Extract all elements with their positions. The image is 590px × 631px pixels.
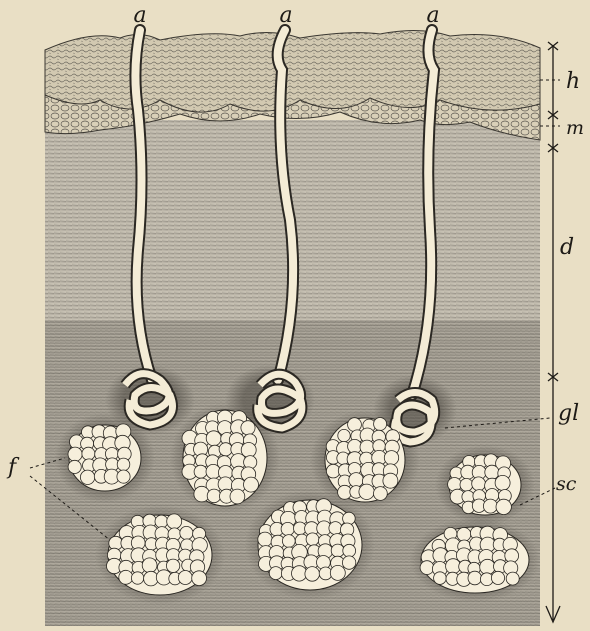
fat-cell (258, 532, 272, 546)
fat-cell (207, 489, 221, 503)
fat-cell (219, 443, 232, 456)
duct-label-middle: a (279, 3, 292, 28)
duct-label-right: a (426, 3, 439, 28)
fat-cell (192, 571, 207, 586)
fat-cell (68, 447, 82, 461)
layer-scale (546, 42, 560, 622)
fat-cell (383, 473, 398, 488)
fat-cell (374, 418, 387, 431)
fat-cell (491, 571, 504, 584)
label-d: d (560, 235, 574, 260)
fat-cell (142, 558, 157, 573)
fat-cell (166, 559, 179, 572)
label-m: m (566, 117, 584, 139)
fat-cell (348, 418, 362, 432)
fat-cell (420, 561, 434, 575)
fat-cell (244, 477, 259, 492)
fat-cell (329, 522, 342, 535)
fat-cell (305, 567, 320, 582)
fat-cell (206, 431, 221, 446)
fat-cell (68, 460, 81, 473)
label-h: h (566, 69, 580, 94)
fat-cell (359, 484, 374, 499)
fat-lobule (258, 499, 362, 590)
fat-cell (155, 515, 168, 528)
fat-cell (374, 487, 388, 501)
fat-cell (338, 429, 350, 441)
label-sc: sc (556, 473, 577, 495)
fat-cell (269, 567, 282, 580)
label-gl: gl (558, 401, 579, 426)
fat-cell (82, 447, 95, 460)
fat-lobule (325, 418, 405, 503)
fat-cell (330, 565, 345, 580)
duct-label-left: a (133, 3, 146, 28)
fat-cell (348, 439, 362, 453)
fat-cell (180, 526, 193, 539)
fat-cell (282, 535, 295, 548)
fat-cell (460, 478, 473, 491)
fat-cell (506, 572, 519, 585)
fat-cell (230, 489, 245, 504)
fat-cell (496, 499, 511, 514)
fat-cell (342, 556, 355, 569)
fat-lobule (182, 410, 267, 506)
fat-cell (384, 451, 398, 465)
fat-cell (167, 514, 182, 529)
fat-cell (117, 470, 130, 483)
fat-cell (178, 571, 192, 585)
fat-cell (485, 465, 499, 479)
label-f: f (6, 455, 20, 480)
fat-cell (331, 544, 344, 557)
fat-cell (434, 572, 447, 585)
fat-cell (505, 549, 519, 563)
fat-cell (306, 533, 319, 546)
fat-cell (343, 544, 356, 557)
fat-cell (468, 571, 482, 585)
fat-cell (80, 470, 94, 484)
fat-cell (480, 559, 495, 574)
fat-cell (483, 499, 497, 513)
fat-cell (241, 421, 255, 435)
fat-cell (495, 475, 510, 490)
fat-cell (194, 465, 207, 478)
fat-cell (117, 458, 130, 471)
fat-cell (281, 522, 294, 535)
fat-cell (119, 570, 133, 584)
fat-cell (349, 473, 364, 488)
fat-cell (457, 528, 471, 542)
fat-cell (131, 572, 143, 584)
fat-cell (472, 477, 486, 491)
